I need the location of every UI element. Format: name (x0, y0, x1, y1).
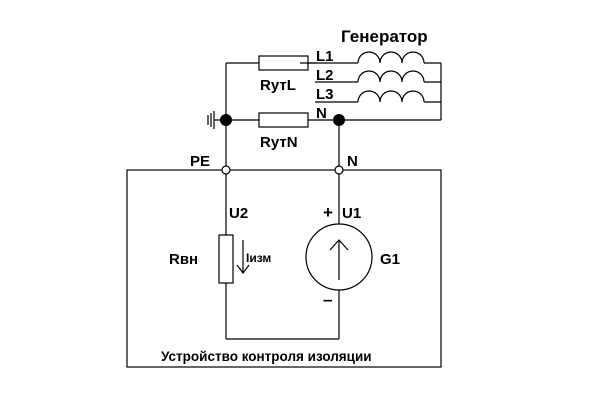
label-n-generator: N (316, 105, 327, 122)
coil-l1 (357, 51, 425, 64)
resistor-rutn (258, 112, 309, 128)
label-u2: U2 (229, 205, 248, 222)
resistor-rvn (218, 234, 234, 284)
label-l2: L2 (316, 67, 334, 84)
label-u1: U1 (342, 205, 361, 222)
label-rutl: RутL (260, 77, 296, 94)
label-l3: L3 (316, 86, 334, 103)
label-g1: G1 (380, 251, 400, 268)
coil-l2 (357, 70, 425, 83)
generator-windings (300, 51, 442, 121)
label-current: Iизм (246, 251, 271, 265)
label-rvn: Rвн (169, 251, 198, 268)
device-title: Устройство контроля изоляции (161, 349, 372, 364)
junction-pe (220, 114, 232, 126)
label-plus: + (323, 203, 333, 222)
current-arrow-icon (236, 240, 250, 274)
generator-title: Генератор (341, 27, 428, 46)
device-box (126, 169, 442, 368)
label-l1: L1 (316, 48, 334, 65)
coil-l3 (357, 90, 425, 103)
label-minus: – (323, 290, 332, 309)
terminal-pe (221, 165, 231, 175)
source-arrow-icon (329, 239, 349, 280)
label-n-terminal: N (347, 153, 358, 170)
label-rutn: RутN (260, 134, 298, 151)
terminal-n (334, 165, 344, 175)
label-pe: PE (190, 153, 210, 170)
